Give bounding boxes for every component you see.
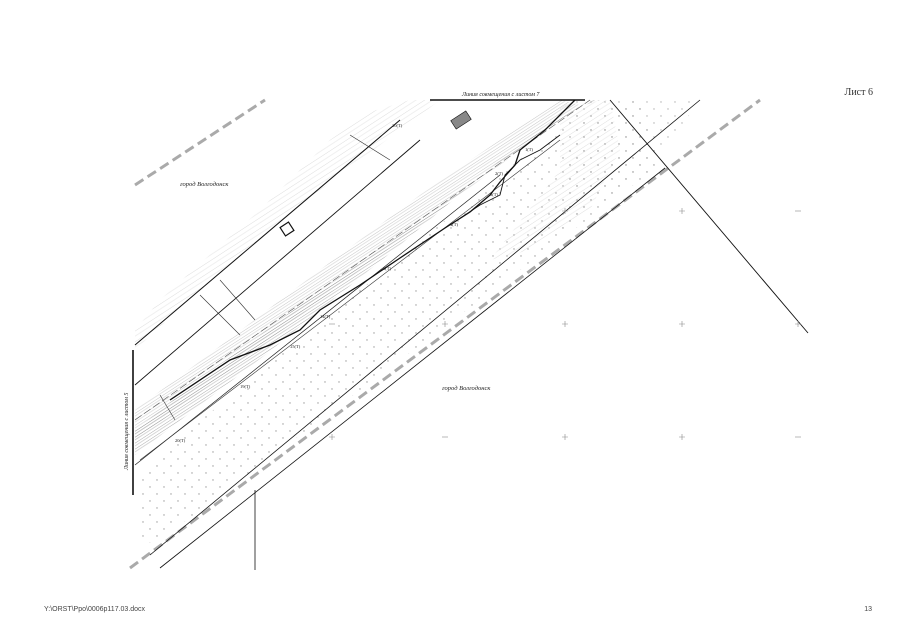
point-label: 20(T) <box>392 123 403 128</box>
corridor-boundary-line <box>134 139 421 386</box>
callout-leader <box>159 394 176 421</box>
point-label: 1(T) <box>525 147 533 152</box>
structure-building <box>450 110 472 130</box>
railway-line <box>129 98 761 570</box>
corridor-boundary-line <box>139 139 561 461</box>
corridor-centerline <box>134 99 591 421</box>
sheet-label: Лист 6 <box>844 87 873 98</box>
grid-crosses <box>329 208 801 440</box>
match-line-left-label: Линия совмещения с листом 5 <box>124 393 130 471</box>
point-label: 3(T) <box>490 192 498 197</box>
footer-file-path: Y:\ORST\Ppo\0006p117.03.docx <box>44 606 146 613</box>
point-label: 20(T) <box>175 438 186 443</box>
zone-boundary-polyline-east <box>449 134 561 226</box>
callout-leader <box>349 134 391 161</box>
zone-boundary-polyline <box>169 99 576 401</box>
railway-line-upper <box>134 98 266 187</box>
callout-leader <box>199 294 241 336</box>
city-label-bottom: город Волгодонск <box>442 385 491 392</box>
point-label: 14(T) <box>320 314 331 319</box>
corridor-boundary-line <box>134 119 401 346</box>
point-label: 19(T) <box>240 384 251 389</box>
match-line-top-label: Линия совмещения с листом 7 <box>461 92 540 98</box>
callout-leader <box>219 279 256 321</box>
point-label: 4(T) <box>450 222 458 227</box>
road-line <box>159 167 666 569</box>
corridor-boundary-line <box>134 174 501 466</box>
page-number: 13 <box>864 606 872 613</box>
structure-building <box>279 221 295 237</box>
point-label: 2(T) <box>495 171 503 176</box>
point-labels: 20(T) 1(T) 2(T) 3(T) 4(T) 9(T) 14(T) 15(… <box>175 123 533 443</box>
point-label: 15(T) <box>290 344 301 349</box>
road-line <box>149 99 701 556</box>
diagonal-line <box>609 99 809 334</box>
city-label-top: город Волгодонск <box>180 181 229 188</box>
point-label: 9(T) <box>383 266 391 271</box>
terrain-contours-east <box>490 100 620 260</box>
